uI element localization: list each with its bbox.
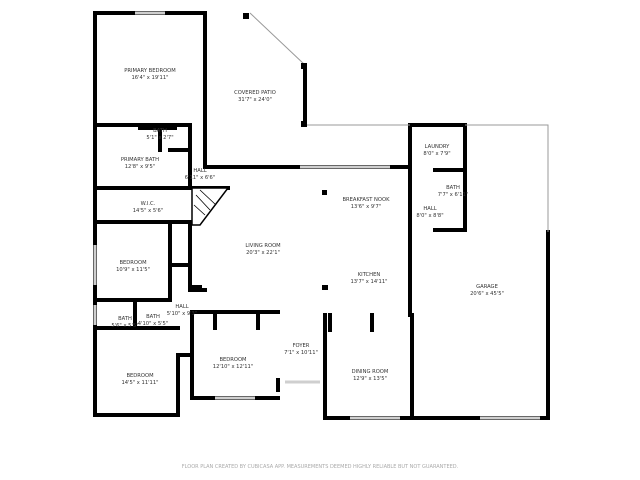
columns <box>192 13 328 290</box>
room-size: 7'7" x 6'11" <box>437 192 469 198</box>
wall-primary-bedroom <box>93 11 207 127</box>
room-name: FOYER <box>292 343 310 349</box>
thin-lines <box>249 12 549 232</box>
fireplace <box>191 187 230 226</box>
wall-outer-left <box>93 11 180 417</box>
wall-laundry <box>408 123 467 232</box>
room-size: 14'5" x 5'6" <box>132 208 164 214</box>
room-size: 13'6" x 9'7" <box>350 204 382 210</box>
room-size: 5'10" x 9'3" <box>166 311 198 317</box>
room-name: GARAGE <box>476 284 498 290</box>
room-name: LAUNDRY <box>424 144 450 150</box>
room-name: BATH <box>446 185 460 191</box>
disclaimer: FLOOR PLAN CREATED BY CUBICASA APP. MEAS… <box>181 464 459 470</box>
wall-dining <box>323 313 414 420</box>
room-name: W.I.C. <box>140 201 156 207</box>
room-size: 7'1" x 10'11" <box>284 350 318 356</box>
room-name: HALL <box>423 206 437 212</box>
wall-patio-bottom <box>203 123 412 169</box>
patio-outline <box>249 12 549 232</box>
room-size: 5'1" x 2'7" <box>146 135 174 141</box>
room-name: BATH <box>118 316 132 322</box>
room-size: 8'0" x 7'9" <box>423 151 451 157</box>
room-size: 5'6" x 5'5" <box>111 323 139 329</box>
wall-bath-small <box>138 126 192 152</box>
room-size: 14'5" x 11'11" <box>121 380 159 386</box>
room-size: 12'9" x 13'5" <box>353 376 387 382</box>
room-size: 10'9" x 11'5" <box>116 267 150 273</box>
room-name: BEDROOM <box>119 260 147 266</box>
room-name: HALL <box>175 304 189 310</box>
room-name: BATH <box>153 128 167 134</box>
room-name: BREAKFAST NOOK <box>342 197 390 203</box>
room-name: LIVING ROOM <box>245 243 281 249</box>
wall-garage <box>410 230 550 420</box>
room-name: PRIMARY BATH <box>120 157 160 163</box>
room-name: BEDROOM <box>126 373 154 379</box>
room-name: HALL <box>193 168 207 174</box>
room-size: 20'3" x 22'1" <box>246 250 280 256</box>
room-size: 16'4" x 19'11" <box>131 75 169 81</box>
room-name: DINING ROOM <box>351 369 389 375</box>
room-name: KITCHEN <box>357 272 381 278</box>
wall-closet <box>190 310 280 330</box>
room-size: 13'7" x 14'11" <box>350 279 388 285</box>
wall-baths <box>93 298 180 330</box>
room-wic: W.I.C.14'5" x 5'6" <box>133 201 164 215</box>
room-name: BEDROOM <box>219 357 247 363</box>
wall-primary-bath <box>93 123 192 190</box>
room-size: 6'11" x 6'6" <box>184 175 216 181</box>
room-size: 12'8" x 9'5" <box>124 164 156 170</box>
room-size: 20'6" x 45'5" <box>470 291 504 297</box>
room-name: PRIMARY BEDROOM <box>124 68 176 74</box>
room-size: 12'10" x 12'11" <box>212 364 254 370</box>
room-name: COVERED PATIO <box>234 90 276 96</box>
windows <box>93 11 540 420</box>
room-size: 8'0" x 8'8" <box>416 213 444 219</box>
room-size: 31'7" x 24'0" <box>238 97 272 103</box>
room-size: 4'10" x 5'5" <box>137 321 169 327</box>
room-name: BATH <box>146 314 160 320</box>
